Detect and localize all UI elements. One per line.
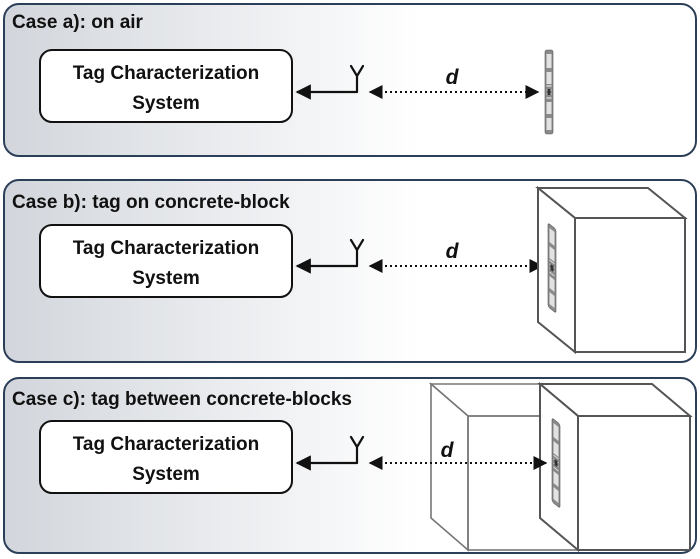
panel-case-b: Case b): tag on concrete-block Tag Chara… — [3, 179, 697, 363]
system-box — [39, 224, 293, 298]
distance-label: d — [446, 240, 460, 263]
system-label-line2: System — [132, 93, 200, 114]
system-box — [39, 49, 293, 123]
tag-characterization-system: Tag Characterization System — [39, 420, 293, 494]
rfid-tag-icon — [551, 417, 561, 509]
system-label-line2: System — [132, 268, 200, 289]
panel-case-c: Case c): tag between concrete-blocks Tag… — [3, 377, 697, 554]
tag-characterization-system: Tag Characterization System — [39, 49, 293, 123]
panel-title: Case c): tag between concrete-blocks — [12, 389, 352, 410]
system-label-line1: Tag Characterization — [73, 63, 260, 84]
system-box — [39, 420, 293, 494]
distance-label: d — [446, 66, 460, 89]
panel-case-a: Case a): on air Tag Characterization Sys… — [3, 3, 697, 157]
rfid-tag-icon — [544, 49, 554, 135]
rfid-tag-icon — [547, 222, 557, 314]
panel-title: Case b): tag on concrete-block — [12, 192, 290, 213]
concrete-block-icon — [535, 185, 688, 355]
concrete-block-icon — [537, 381, 693, 553]
system-label-line2: System — [132, 464, 200, 485]
distance-label: d — [441, 439, 455, 462]
system-label-line1: Tag Characterization — [73, 434, 260, 455]
system-label-line1: Tag Characterization — [73, 238, 260, 259]
tag-characterization-system: Tag Characterization System — [39, 224, 293, 298]
panel-title: Case a): on air — [12, 12, 144, 33]
